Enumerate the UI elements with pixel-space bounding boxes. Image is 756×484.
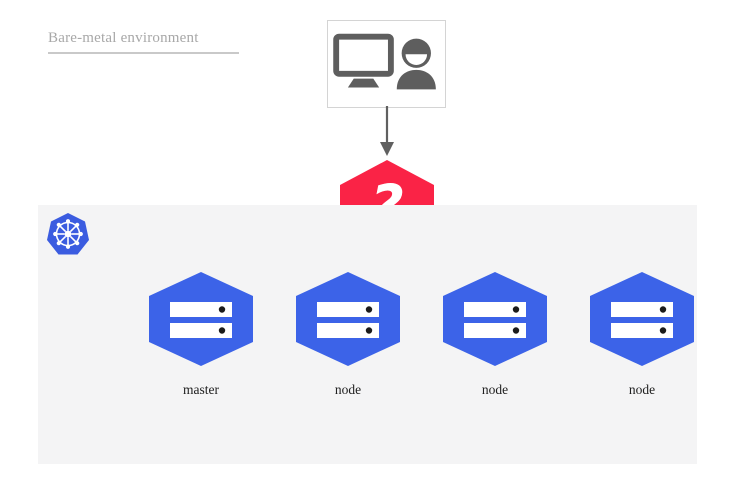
cluster-node-row: master node node <box>38 272 697 404</box>
monitor-icon <box>333 33 394 88</box>
cluster-node[interactable]: node <box>443 272 547 404</box>
node-label: node <box>334 382 362 397</box>
node-label: node <box>481 382 509 397</box>
server-icon <box>317 302 379 338</box>
cluster-node[interactable]: node <box>590 272 694 404</box>
server-icon <box>464 302 526 338</box>
server-icon <box>170 302 232 338</box>
cluster-node[interactable]: node <box>296 272 400 404</box>
node-label: node <box>628 382 656 397</box>
node-label: master <box>183 382 219 397</box>
title-underline <box>48 52 239 54</box>
server-icon <box>611 302 673 338</box>
node-hexagon-icon <box>149 272 253 366</box>
person-icon <box>396 38 436 90</box>
admin-workstation-box <box>327 20 446 108</box>
page-title: Bare-metal environment <box>48 30 199 46</box>
node-hexagon-icon <box>590 272 694 366</box>
cluster-node[interactable]: master <box>149 272 253 404</box>
node-hexagon-icon <box>296 272 400 366</box>
kubernetes-logo-icon <box>47 213 89 255</box>
node-hexagon-icon <box>443 272 547 366</box>
arrow-down-icon <box>380 106 394 156</box>
